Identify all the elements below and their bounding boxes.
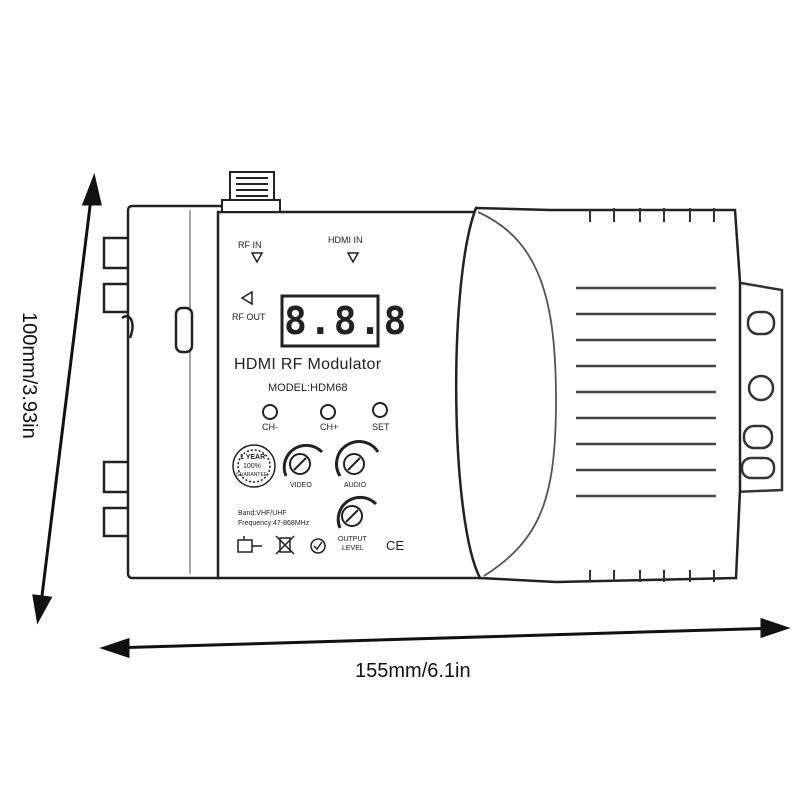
top-fins [589, 208, 715, 582]
rf-out-label: RF OUT [232, 312, 266, 322]
mounting-bracket [733, 280, 784, 494]
knob-label-video: VIDEO [290, 482, 312, 489]
frequency-label: Frequency:47-868MHz [238, 520, 310, 527]
left-connector-block [102, 204, 226, 580]
band-label: Band:VHF/UHF [238, 510, 287, 517]
arrow-left-icon [240, 290, 253, 306]
vent-slots [576, 286, 716, 498]
button-label-ch-minus: CH- [262, 422, 278, 432]
button-circles [262, 402, 388, 420]
knob-video [282, 443, 324, 477]
rf-in-label: RF IN [238, 240, 262, 250]
warranty-line-3: GUARANTEE [236, 472, 268, 478]
hdmi-in-label: HDMI IN [328, 235, 363, 245]
warranty-line-2: 100% [243, 463, 261, 470]
button-label-ch-plus: CH+ [320, 422, 339, 432]
weee-bin-icon [275, 535, 295, 555]
main-housing [216, 206, 742, 584]
dimension-arrow-vertical [32, 172, 102, 625]
knob-audio [335, 440, 380, 477]
arrow-down-icon [250, 252, 360, 264]
output-level-label-2: LEVEL [342, 545, 364, 552]
product-title: HDMI RF Modulator [234, 356, 382, 373]
button-label-set: SET [372, 422, 390, 432]
led-display-text: 8.8.8 [284, 299, 409, 343]
check-circle-icon [310, 538, 326, 554]
dimension-arrow-horizontal [99, 617, 791, 659]
rf-connector [221, 171, 281, 213]
led-display [280, 294, 380, 348]
knob-output-level [336, 495, 378, 529]
knob-label-audio: AUDIO [344, 482, 367, 489]
ce-mark-icon: CE [386, 538, 405, 553]
height-dimension-label: 100mm/3.93in [18, 312, 40, 439]
output-level-label-1: OUTPUT [338, 536, 367, 543]
model-label: MODEL:HDM68 [268, 382, 348, 394]
screw-terminal-icon [237, 536, 262, 553]
width-dimension-label: 155mm/6.1in [355, 660, 471, 682]
warranty-seal [232, 444, 276, 488]
warranty-line-1: 1 YEAR [240, 454, 266, 461]
